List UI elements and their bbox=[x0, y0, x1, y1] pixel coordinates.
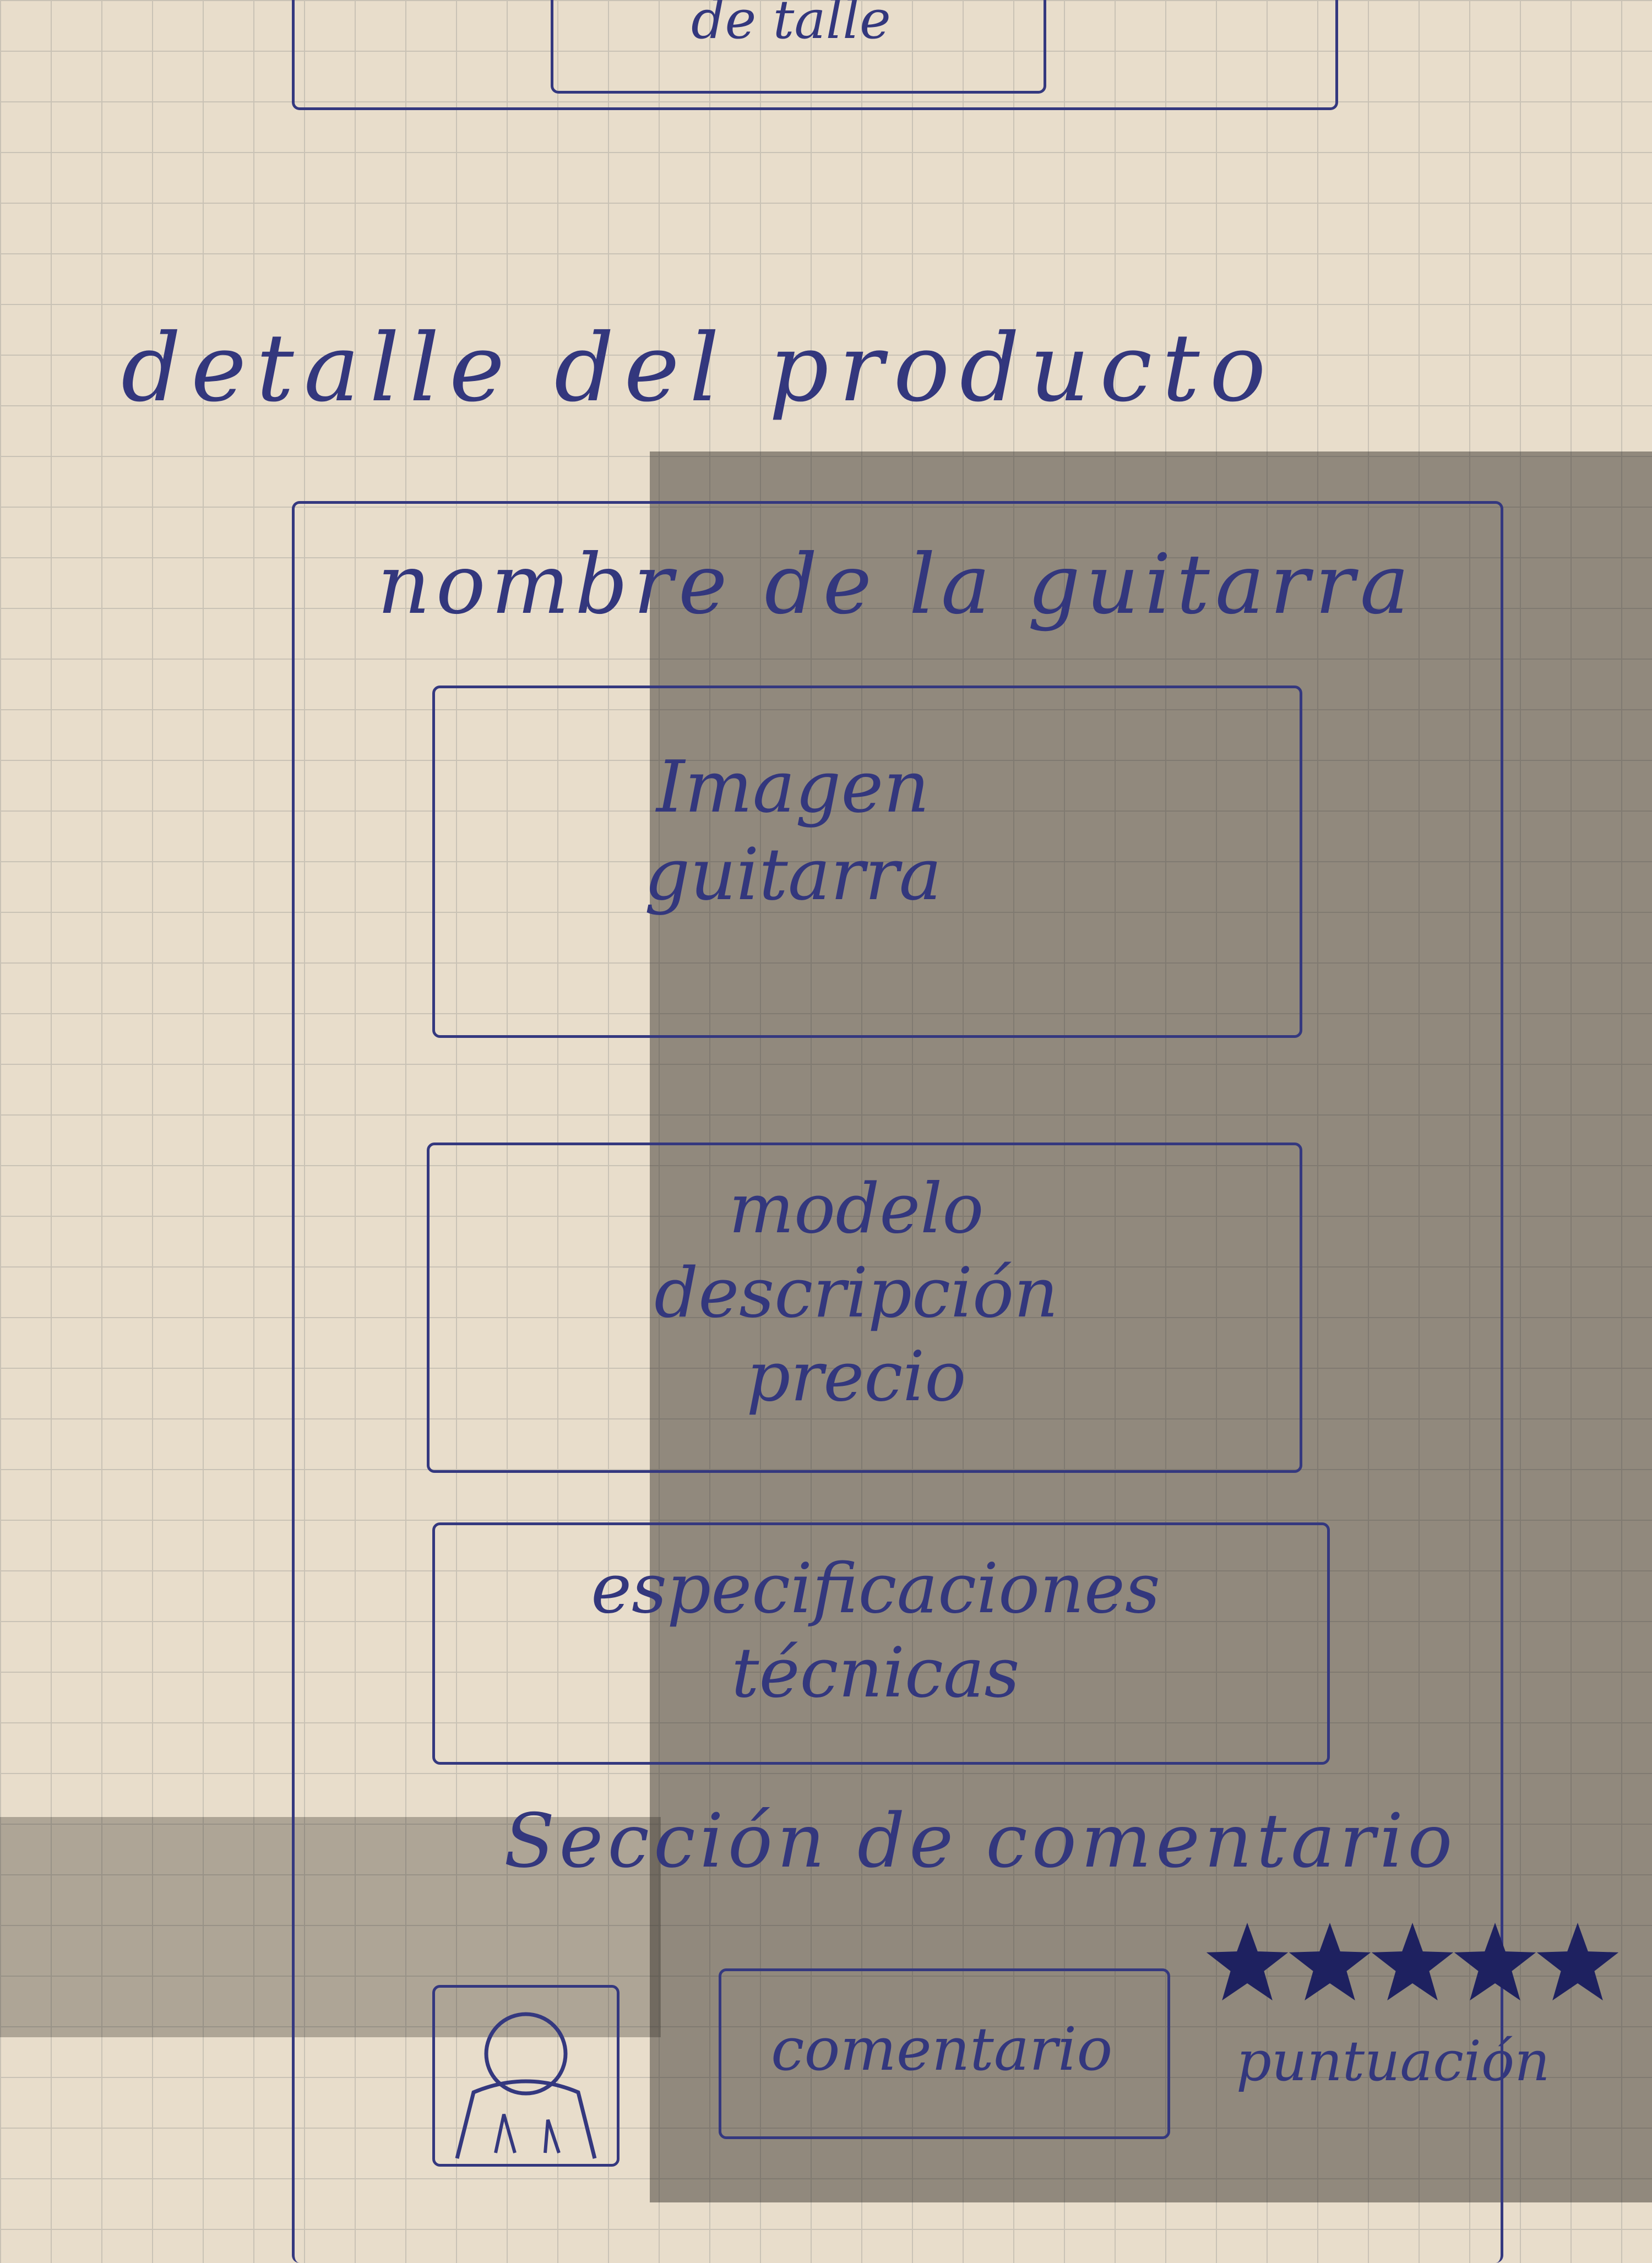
product-info-block: modelo descripción precio bbox=[427, 1143, 1302, 1473]
detail-button-label: de talle bbox=[691, 0, 891, 51]
detail-button-sketch[interactable]: de talle bbox=[551, 0, 1046, 94]
technical-specs-block: especificaciones técnicas bbox=[432, 1522, 1330, 1765]
technical-specs-label: especificaciones técnicas bbox=[591, 1549, 1160, 1713]
page-title: detalle del producto bbox=[121, 314, 1276, 423]
product-info-label: modelo descripción precio bbox=[654, 1169, 1058, 1417]
comments-section-title: Sección de comentario bbox=[504, 1798, 1457, 1884]
guitar-image-label: Imagen guitarra bbox=[644, 745, 942, 916]
previous-frame bbox=[292, 0, 1338, 110]
guitar-image-placeholder: Imagen guitarra bbox=[432, 686, 1302, 1038]
guitar-name: nombre de la guitarra bbox=[377, 537, 1415, 633]
star-rating[interactable] bbox=[1203, 1913, 1633, 2012]
product-card: nombre de la guitarra Imagen guitarra mo… bbox=[292, 501, 1619, 2263]
star-icon[interactable] bbox=[1371, 1923, 1454, 2001]
star-icon[interactable] bbox=[1536, 1923, 1619, 2001]
star-icon[interactable] bbox=[1289, 1923, 1371, 2001]
comment-box[interactable]: comentario bbox=[719, 1968, 1170, 2139]
user-avatar bbox=[432, 1985, 620, 2167]
star-icon[interactable] bbox=[1454, 1923, 1536, 2001]
star-icon[interactable] bbox=[1206, 1923, 1289, 2001]
rating-label: puntuación bbox=[1236, 2029, 1550, 2093]
user-avatar-icon bbox=[455, 2012, 597, 2159]
comment-box-label: comentario bbox=[771, 2015, 1113, 2084]
